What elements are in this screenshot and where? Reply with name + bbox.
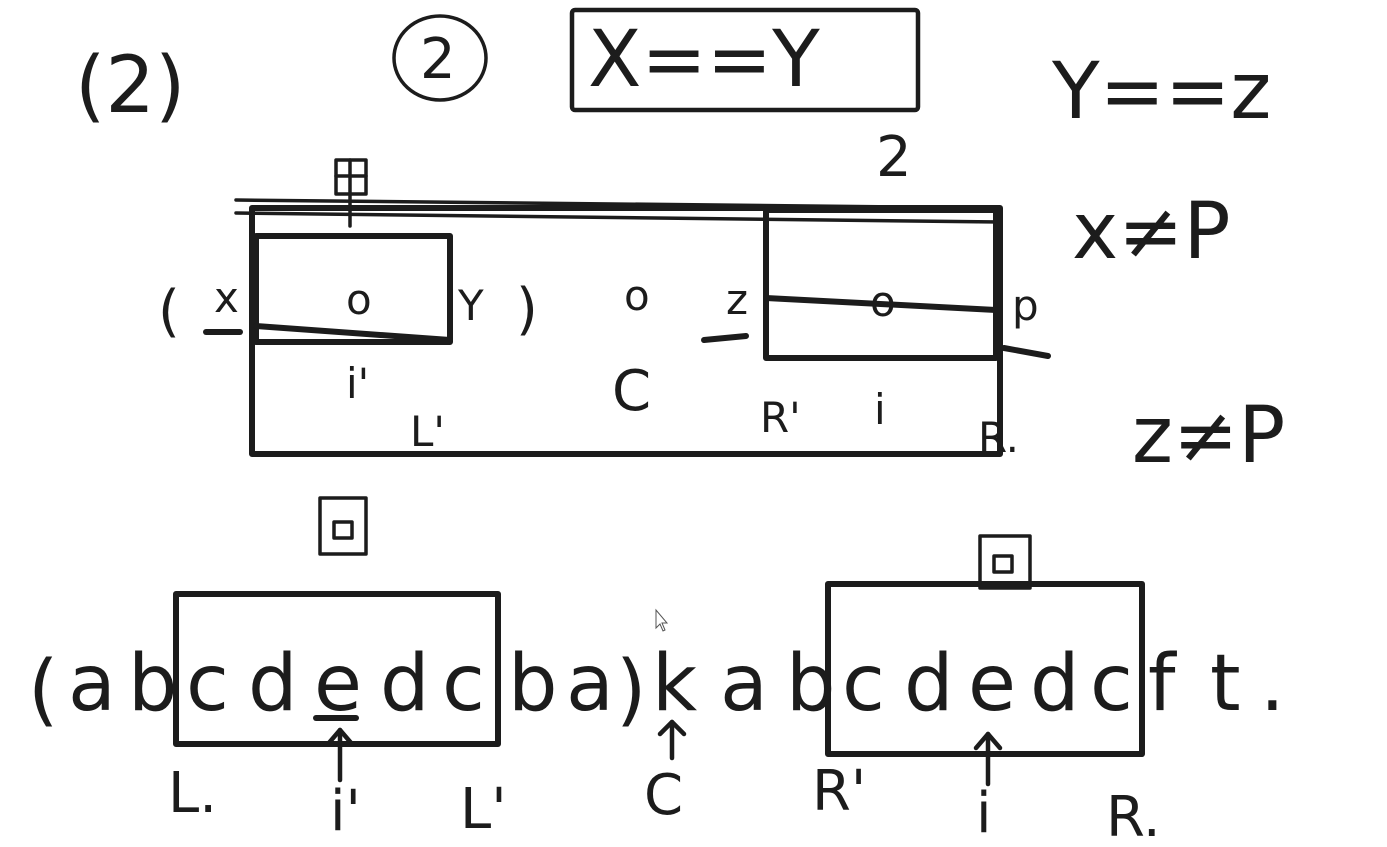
upper-r-prime: R' xyxy=(760,393,801,442)
upper-right-midline xyxy=(763,295,999,313)
marker-L: L. xyxy=(168,761,217,826)
sequence-char: a xyxy=(566,639,614,729)
lower-right-box-marker xyxy=(978,534,1032,590)
upper-left-center: o xyxy=(346,275,372,324)
upper-center-mark: o xyxy=(624,271,650,320)
upper-left-open: ( xyxy=(158,279,180,344)
marker-i-prime: i' xyxy=(330,779,361,844)
sequence-char: c xyxy=(842,639,885,729)
marker-L-prime: L' xyxy=(460,777,507,842)
marker-R-prime: R' xyxy=(812,759,866,824)
sequence-char: ( xyxy=(28,645,58,735)
marker-i: i xyxy=(976,781,992,846)
sequence-char: . xyxy=(1260,639,1285,729)
upper-top-line-2 xyxy=(234,211,1002,224)
upper-p-underline xyxy=(1001,345,1051,359)
circled-case-number: 2 xyxy=(392,14,488,102)
sequence-char: ) xyxy=(616,645,646,735)
upper-i-label: i xyxy=(874,385,886,434)
arrow-i xyxy=(973,731,1003,787)
condition-y-eq-z: Y==z xyxy=(1051,47,1271,137)
upper-z-label: z xyxy=(726,275,748,324)
upper-z-underline xyxy=(701,333,749,343)
upper-r-label: R. xyxy=(978,413,1019,462)
marker-C: C xyxy=(644,763,683,828)
upper-i-prime: i' xyxy=(346,359,369,408)
condition-x-neq-p: x≠P xyxy=(1072,187,1231,277)
circled-case-number-text: 2 xyxy=(420,27,456,92)
upper-top-line-1 xyxy=(234,198,1002,210)
case-label: (2) xyxy=(75,41,186,131)
upper-p-label: p xyxy=(1012,281,1039,330)
sequence-char: d xyxy=(1030,639,1080,729)
lower-left-palindrome-box xyxy=(173,591,501,747)
sequence-char: d xyxy=(904,639,954,729)
sequence-char: a xyxy=(68,639,116,729)
upper-right-center: o xyxy=(870,277,896,326)
upper-y-label: Y xyxy=(457,281,484,330)
lower-left-box-marker xyxy=(318,496,368,556)
upper-x-label: x xyxy=(214,273,239,322)
upper-diagram: ( x o Y ) o z o p i' L' C R' i R. xyxy=(158,158,1051,462)
upper-right-inner-box xyxy=(763,207,999,361)
sequence-char: t xyxy=(1210,639,1241,729)
arrow-c xyxy=(657,719,687,761)
upper-left-midline xyxy=(253,323,453,343)
arrow-i-prime xyxy=(325,727,355,783)
upper-c-label: C xyxy=(612,359,651,424)
sequence-char: e xyxy=(314,639,362,729)
sequence-char: d xyxy=(380,639,430,729)
sequence-char: a xyxy=(720,639,768,729)
sequence-char: e xyxy=(968,639,1016,729)
upper-right-paren: ) xyxy=(516,277,538,342)
condition-z-neq-p: z≠P xyxy=(1132,391,1285,481)
sequence-char: b xyxy=(128,639,178,729)
sequence-char: c xyxy=(1090,639,1133,729)
sequence-char: b xyxy=(508,639,558,729)
sequence-char: b xyxy=(786,639,836,729)
sequence-char: k xyxy=(652,639,697,729)
z-mark: 2 xyxy=(876,125,912,190)
condition-box-text: X==Y xyxy=(588,15,820,105)
mouse-cursor-icon xyxy=(655,608,669,632)
upper-l-prime: L' xyxy=(410,407,445,456)
upper-outer-box xyxy=(249,205,1003,457)
sequence-char: c xyxy=(186,639,229,729)
sequence-char: d xyxy=(248,639,298,729)
upper-left-inner-box xyxy=(253,233,453,345)
lower-right-palindrome-box xyxy=(825,581,1145,757)
condition-box: X==Y xyxy=(569,7,921,113)
sequence-char: c xyxy=(442,639,485,729)
upper-box-marker xyxy=(334,158,368,228)
sequence-char: f xyxy=(1148,639,1177,729)
marker-R: R. xyxy=(1106,785,1161,847)
